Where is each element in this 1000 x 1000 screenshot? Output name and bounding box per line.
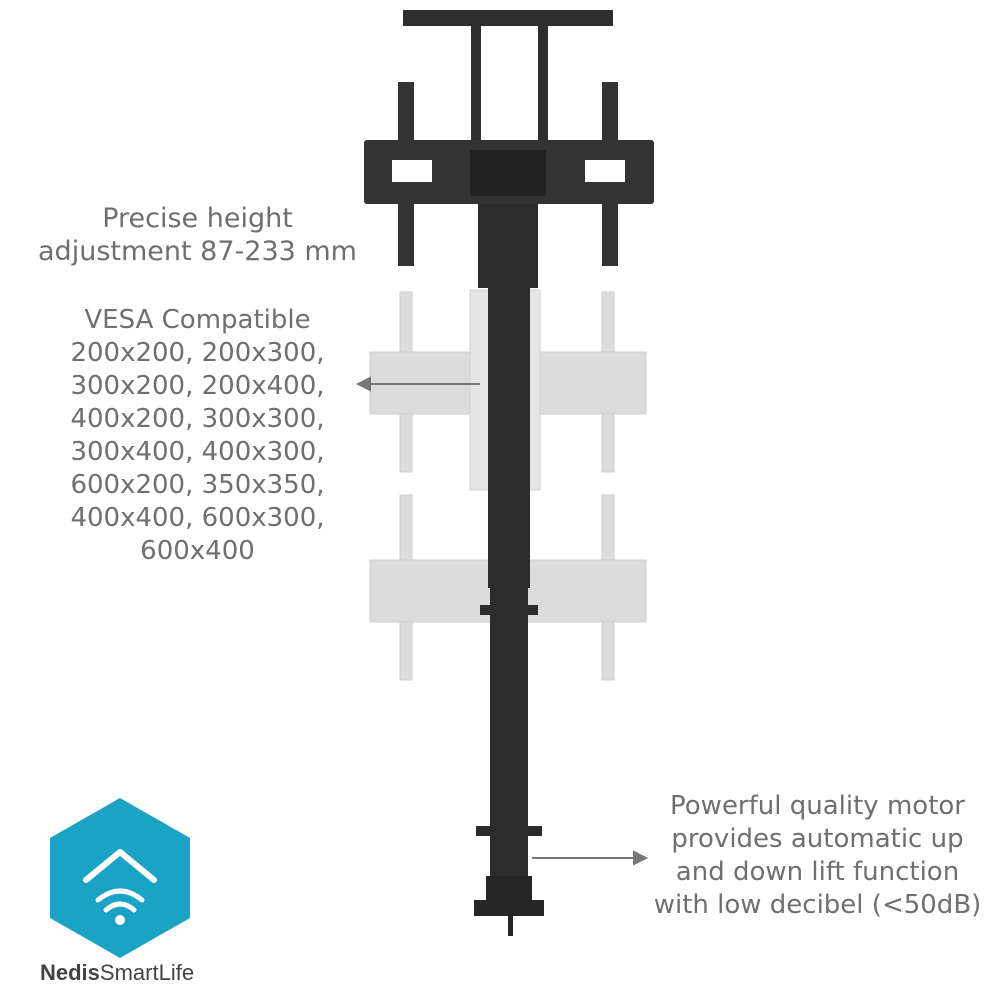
- arrow-motor: [532, 850, 649, 866]
- caption-line: 400x200, 300x300,: [70, 404, 325, 434]
- caption-line: adjustment 87-233 mm: [38, 236, 357, 267]
- caption-line: and down lift function: [675, 857, 960, 887]
- logo-brand: Nedis: [40, 960, 100, 985]
- caption-line: VESA Compatible: [84, 305, 311, 335]
- caption-line: provides automatic up: [671, 824, 964, 854]
- caption-line: Precise height: [102, 203, 293, 234]
- caption-line: 600x200, 350x350,: [70, 470, 325, 500]
- logo-wordmark: NedisSmartLife: [40, 960, 240, 986]
- caption-line: 200x200, 200x300,: [70, 338, 325, 368]
- caption-line: 300x200, 200x400,: [70, 371, 325, 401]
- logo-product: SmartLife: [99, 960, 195, 985]
- lift-base: [474, 876, 544, 936]
- lift-column: [476, 204, 542, 878]
- caption-line: 600x400: [140, 536, 255, 566]
- caption-line: 300x400, 400x300,: [70, 437, 325, 467]
- caption-line: with low decibel (<50dB): [653, 890, 982, 920]
- caption-line: 400x400, 600x300,: [70, 503, 325, 533]
- wifi-home-icon: [83, 849, 157, 883]
- top-frame: [403, 10, 613, 146]
- smartlife-logo: [50, 798, 190, 958]
- caption-line: Powerful quality motor: [670, 791, 965, 821]
- arrow-vesa: [355, 376, 480, 392]
- tv-bracket: [364, 82, 654, 266]
